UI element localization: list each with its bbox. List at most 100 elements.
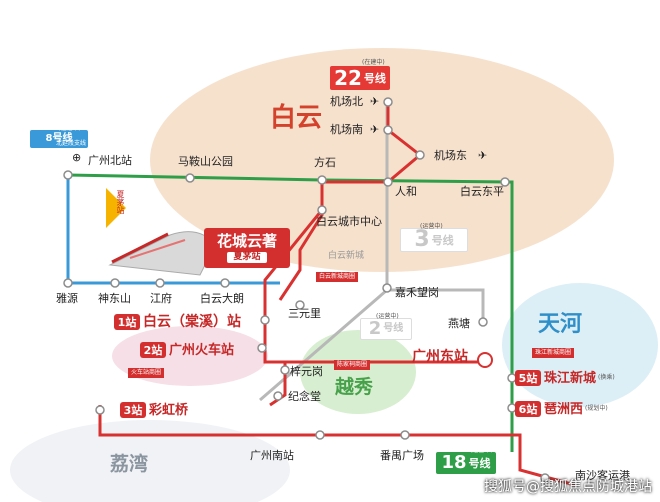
line8-name: 8号线 xyxy=(45,133,73,144)
station-shendongshan[interactable]: 神东山 xyxy=(98,292,131,305)
yuexiu-district-area xyxy=(300,330,416,414)
stop-3[interactable]: 3站 彩虹桥 xyxy=(120,402,188,418)
station-dot-jiangfu[interactable] xyxy=(155,278,165,288)
station-jiahe-wanggang[interactable]: 嘉禾望岗 xyxy=(395,286,439,299)
train-station-tag: 火车站商圈 xyxy=(128,368,165,378)
station-dot-sanyuanli[interactable] xyxy=(295,300,305,310)
huacheng-callout[interactable]: 花城云著 夏茅站 xyxy=(204,228,290,268)
station-yayuan[interactable]: 雅源 xyxy=(56,292,78,305)
line8-badge[interactable]: 8号线 xyxy=(30,130,88,148)
station-renhe[interactable]: 人和 xyxy=(395,185,417,198)
station-dot-shendongshan[interactable] xyxy=(110,278,120,288)
station-dot-baiyun-tangxi[interactable] xyxy=(260,315,270,325)
station-guangzhou-north[interactable]: 广州北站 xyxy=(88,154,132,167)
station-ziyuangang[interactable]: 梓元岗 xyxy=(290,365,323,378)
stop-2-name: 广州火车站 xyxy=(169,342,235,358)
line3-number: 3 xyxy=(414,227,430,252)
station-dot-maanshan[interactable] xyxy=(185,173,195,183)
station-baiyun-center[interactable]: 白云城市中心 xyxy=(316,215,382,228)
station-dot-airport-east[interactable] xyxy=(415,150,425,160)
station-guangzhou-east[interactable]: 广州东站 xyxy=(412,349,468,365)
station-dot-airport-south[interactable] xyxy=(383,125,393,135)
station-dot-jiniantang[interactable] xyxy=(273,391,283,401)
station-guangzhou-south[interactable]: 广州南站 xyxy=(250,449,294,462)
huacheng-sub: 夏茅站 xyxy=(227,251,267,263)
stop-6[interactable]: 6站 琶洲西 (规划中) xyxy=(515,401,608,417)
station-dot-renhe[interactable] xyxy=(383,177,393,187)
watermark: 搜狐号@搜狐焦点防城港站 xyxy=(484,479,652,495)
line2-track xyxy=(259,288,388,402)
line2-suffix: 号线 xyxy=(383,323,404,334)
station-dot-ziyuangang[interactable] xyxy=(280,365,290,375)
stop-1[interactable]: 1站 白云（棠溪）站 xyxy=(114,314,241,330)
station-maanshan-park[interactable]: 马鞍山公园 xyxy=(178,155,233,168)
station-dot-caihongqiao[interactable] xyxy=(95,405,105,415)
huacheng-title: 花城云著 xyxy=(216,231,277,250)
stop-6-name: 琶洲西 xyxy=(544,401,584,417)
station-dot-panyu[interactable] xyxy=(400,430,410,440)
stop-5-name: 珠江新城 xyxy=(544,370,597,386)
station-baiyun-dalang[interactable]: 白云大朗 xyxy=(200,292,244,305)
guangzhou-east-mark[interactable] xyxy=(477,352,493,368)
station-airport-north[interactable]: 机场北 xyxy=(330,95,363,108)
station-dot-baiyun-center[interactable] xyxy=(317,205,327,215)
station-dot-jiahe[interactable] xyxy=(382,283,392,293)
zhujiang-tag: 珠江新城商圈 xyxy=(532,348,575,358)
station-dot-airport-north[interactable] xyxy=(383,97,393,107)
line8-extension: 北延段支线 xyxy=(56,140,87,147)
line3-track xyxy=(385,98,485,325)
station-nansha-port[interactable]: 南沙客运港 xyxy=(575,469,630,482)
liwan-district-area xyxy=(10,420,290,502)
station-dot-guangzhou-north[interactable] xyxy=(63,170,73,180)
baiyun-xincheng-tag: 白云新城商圈 xyxy=(316,272,359,282)
line2-status: (运营中) xyxy=(376,313,399,320)
station-baiyun-dongping[interactable]: 白云东平 xyxy=(460,185,504,198)
station-baiyun-xincheng: 白云新城 xyxy=(328,251,365,261)
district-tianhe: 天河 xyxy=(538,312,583,337)
station-dot-fangshi[interactable] xyxy=(317,175,327,185)
station-panyu-square[interactable]: 番禺广场 xyxy=(380,449,424,462)
line3-suffix: 号线 xyxy=(431,233,454,247)
line22-south-track xyxy=(98,405,576,487)
district-yuexiu: 越秀 xyxy=(335,376,374,398)
station-sanyuanli[interactable]: 三元里 xyxy=(288,307,321,320)
district-baiyun: 白云 xyxy=(270,103,323,133)
station-yantang[interactable]: 燕塘 xyxy=(448,317,470,330)
line22-number: 22 xyxy=(334,66,362,90)
station-airport-south[interactable]: 机场南 xyxy=(330,123,363,136)
stop-6-note: (规划中) xyxy=(585,405,608,412)
line8-status: (在建中) xyxy=(58,125,81,132)
line2-number: 2 xyxy=(368,318,382,339)
stop-5-num: 5站 xyxy=(515,370,541,386)
station-dot-baiyun-dongping[interactable] xyxy=(500,177,510,187)
airport-south-icon: ✈ xyxy=(370,123,380,136)
station-fangshi[interactable]: 方石 xyxy=(314,156,336,169)
stop-2-num: 2站 xyxy=(140,342,166,358)
station-dot-train-station[interactable] xyxy=(257,343,267,353)
station-jiniantang[interactable]: 纪念堂 xyxy=(288,390,321,403)
station-dot-guangzhou-south[interactable] xyxy=(315,430,325,440)
xiamao-arrow-label: 夏茅站 xyxy=(116,190,125,214)
stop-3-num: 3站 xyxy=(120,402,146,418)
station-airport-east[interactable]: 机场东 xyxy=(434,149,467,162)
baiyun-district-area xyxy=(150,48,614,272)
station-dot-baiyun-dalang[interactable] xyxy=(220,278,230,288)
line3-status: (运营中) xyxy=(420,223,443,230)
line22-east-track xyxy=(278,182,324,301)
rail-station-icon: ⊕ xyxy=(72,151,82,164)
stop-5[interactable]: 5站 珠江新城 (换乘) xyxy=(515,370,615,386)
station-dot-yayuan[interactable] xyxy=(63,278,73,288)
line18-track xyxy=(67,173,514,452)
xiamao-arrow-icon xyxy=(106,188,126,228)
stop-2[interactable]: 2站 广州火车站 xyxy=(140,342,234,358)
station-dot-nansha[interactable] xyxy=(540,473,550,483)
line18-suffix: 号线 xyxy=(468,456,491,470)
station-jiangfu[interactable]: 江府 xyxy=(150,292,172,305)
station-dot-yantang[interactable] xyxy=(478,317,488,327)
line22-status: (在建中) xyxy=(362,59,385,66)
